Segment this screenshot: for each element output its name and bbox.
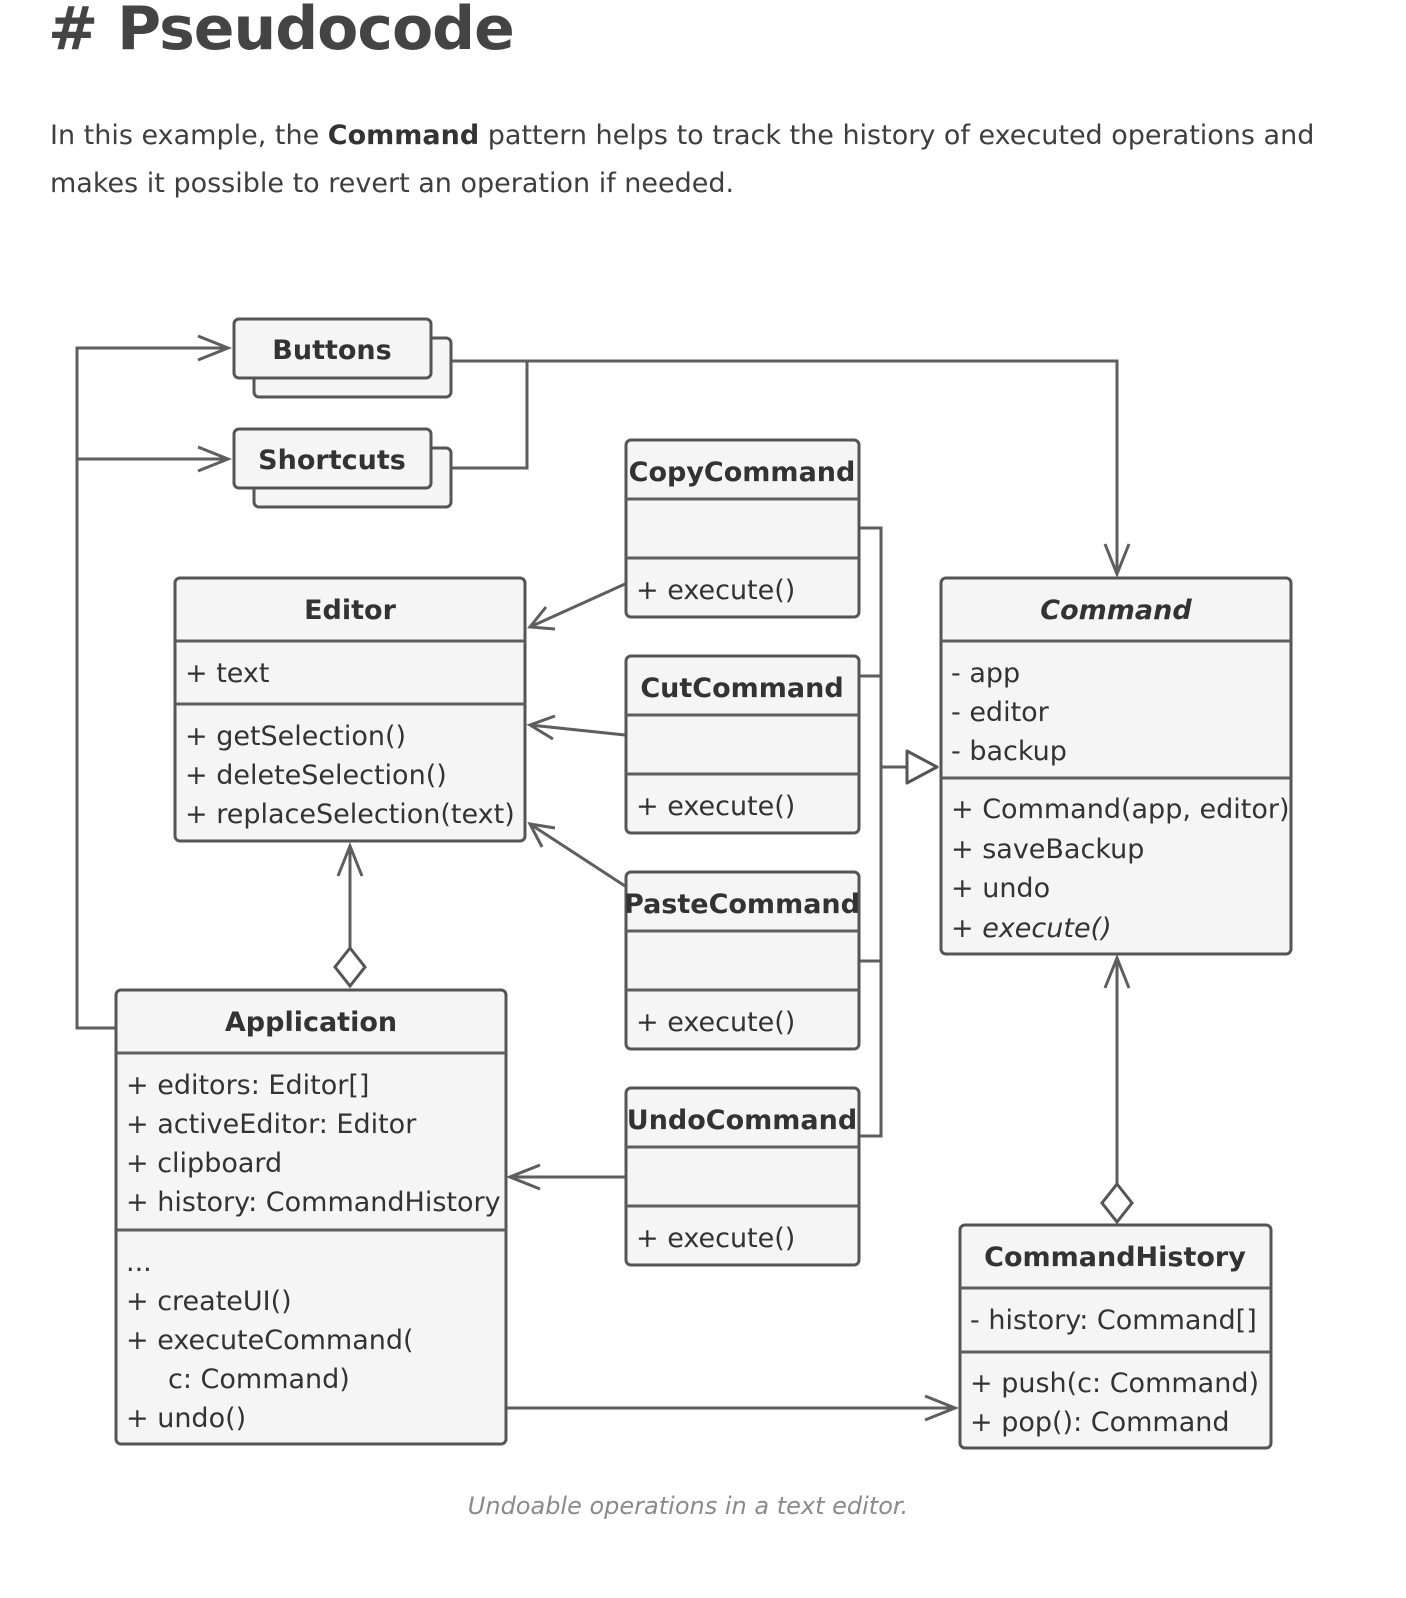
command-method: + saveBackup	[951, 834, 1144, 865]
application-method-continued: c: Command)	[168, 1364, 350, 1395]
command-history-method: + push(c: Command)	[970, 1368, 1259, 1399]
command-title: Command	[1040, 595, 1192, 626]
command-history-method: + pop(): Command	[970, 1407, 1230, 1438]
class-undo-command: UndoCommand + execute()	[624, 1086, 861, 1267]
command-history-field: - history: Command[]	[970, 1305, 1257, 1336]
command-field: - app	[951, 658, 1020, 689]
application-method: ...	[126, 1247, 152, 1278]
undo-command-box	[624, 1086, 861, 1267]
command-arrowhead	[1103, 543, 1131, 579]
command-box	[939, 576, 1293, 956]
intro-text-end: pattern helps to track the history of ex…	[50, 120, 1315, 199]
intro-paragraph: In this example, the Command pattern hel…	[50, 112, 1340, 208]
intro-text-start: In this example, the	[50, 120, 328, 151]
editor-box	[173, 576, 527, 843]
paste-command-title: PasteCommand	[624, 889, 860, 920]
undo-command-title: UndoCommand	[627, 1105, 857, 1136]
application-field: + editors: Editor[]	[126, 1070, 369, 1101]
editor-arrowhead	[336, 841, 364, 877]
application-arrowhead	[505, 1163, 541, 1191]
class-application: Application + editors: Editor[] + active…	[114, 988, 508, 1446]
application-field: + history: CommandHistory	[126, 1187, 501, 1218]
shortcuts-to-command-line	[452, 361, 529, 470]
application-box	[114, 988, 508, 1446]
inheritance-bus	[860, 526, 883, 1138]
command-field: - editor	[951, 697, 1050, 728]
application-field: + activeEditor: Editor	[126, 1109, 417, 1140]
command-abstract-method: + execute()	[951, 913, 1112, 944]
class-paste-command: PasteCommand + execute()	[624, 870, 861, 1051]
paste-editor-arrowhead	[527, 822, 556, 848]
cut-command-method: + execute()	[636, 791, 795, 822]
editor-method: + deleteSelection()	[185, 760, 447, 791]
application-method: + executeCommand(	[126, 1325, 414, 1356]
copy-editor-arrowhead	[527, 606, 556, 631]
application-method: + createUI()	[126, 1286, 292, 1317]
cut-editor-arrowhead	[526, 714, 556, 741]
paste-command-method: + execute()	[636, 1007, 795, 1038]
class-copy-command: CopyCommand + execute()	[624, 438, 861, 619]
history-aggregation-diamond	[1100, 1181, 1134, 1225]
command-history-box	[958, 1223, 1273, 1450]
cut-command-title: CutCommand	[640, 673, 843, 704]
class-editor: Editor + text + getSelection() + deleteS…	[173, 576, 527, 843]
copy-to-editor-line	[529, 582, 626, 629]
undo-command-method: + execute()	[636, 1223, 795, 1254]
application-to-buttons-line	[75, 346, 228, 1030]
paste-command-box	[624, 870, 861, 1051]
command-method: + undo	[951, 873, 1050, 904]
application-field: + clipboard	[126, 1148, 282, 1179]
copy-command-box	[624, 438, 861, 619]
class-shortcuts: Shortcuts	[232, 427, 453, 509]
command-history-arrowhead	[1103, 953, 1131, 989]
editor-method: + getSelection()	[185, 721, 406, 752]
application-aggregation-diamond	[333, 945, 367, 989]
command-history-title: CommandHistory	[984, 1242, 1246, 1273]
copy-command-method: + execute()	[636, 575, 795, 606]
class-buttons: Buttons	[232, 317, 453, 399]
application-title: Application	[225, 1007, 397, 1038]
cut-to-editor-line	[529, 723, 626, 737]
shortcuts-box	[232, 427, 433, 490]
figure-caption: Undoable operations in a text editor.	[467, 1492, 909, 1520]
page-heading: # Pseudocode	[48, 0, 515, 64]
cut-command-box	[624, 654, 861, 835]
editor-title: Editor	[304, 595, 396, 626]
buttons-arrowhead	[197, 334, 233, 362]
editor-method: + replaceSelection(text)	[185, 799, 515, 830]
generalization-triangle	[905, 749, 939, 785]
paste-to-editor-line	[529, 822, 626, 888]
command-field: - backup	[951, 736, 1067, 767]
class-cut-command: CutCommand + execute()	[624, 654, 861, 835]
shortcuts-arrowhead	[197, 445, 233, 473]
intro-bold-term: Command	[327, 120, 480, 151]
history-arrowhead	[924, 1394, 960, 1422]
class-command: Command - app - editor - backup + Comman…	[939, 576, 1293, 956]
command-method: + Command(app, editor)	[951, 794, 1290, 825]
buttons-to-command-line	[452, 359, 1119, 574]
application-method: + undo()	[126, 1403, 246, 1434]
buttons-box	[232, 317, 433, 380]
class-command-history: CommandHistory - history: Command[] + pu…	[958, 1223, 1273, 1450]
copy-command-title: CopyCommand	[629, 457, 856, 488]
connectors	[75, 334, 1134, 1422]
shortcuts-title: Shortcuts	[258, 445, 406, 476]
editor-field: + text	[185, 658, 270, 689]
buttons-title: Buttons	[272, 335, 391, 366]
